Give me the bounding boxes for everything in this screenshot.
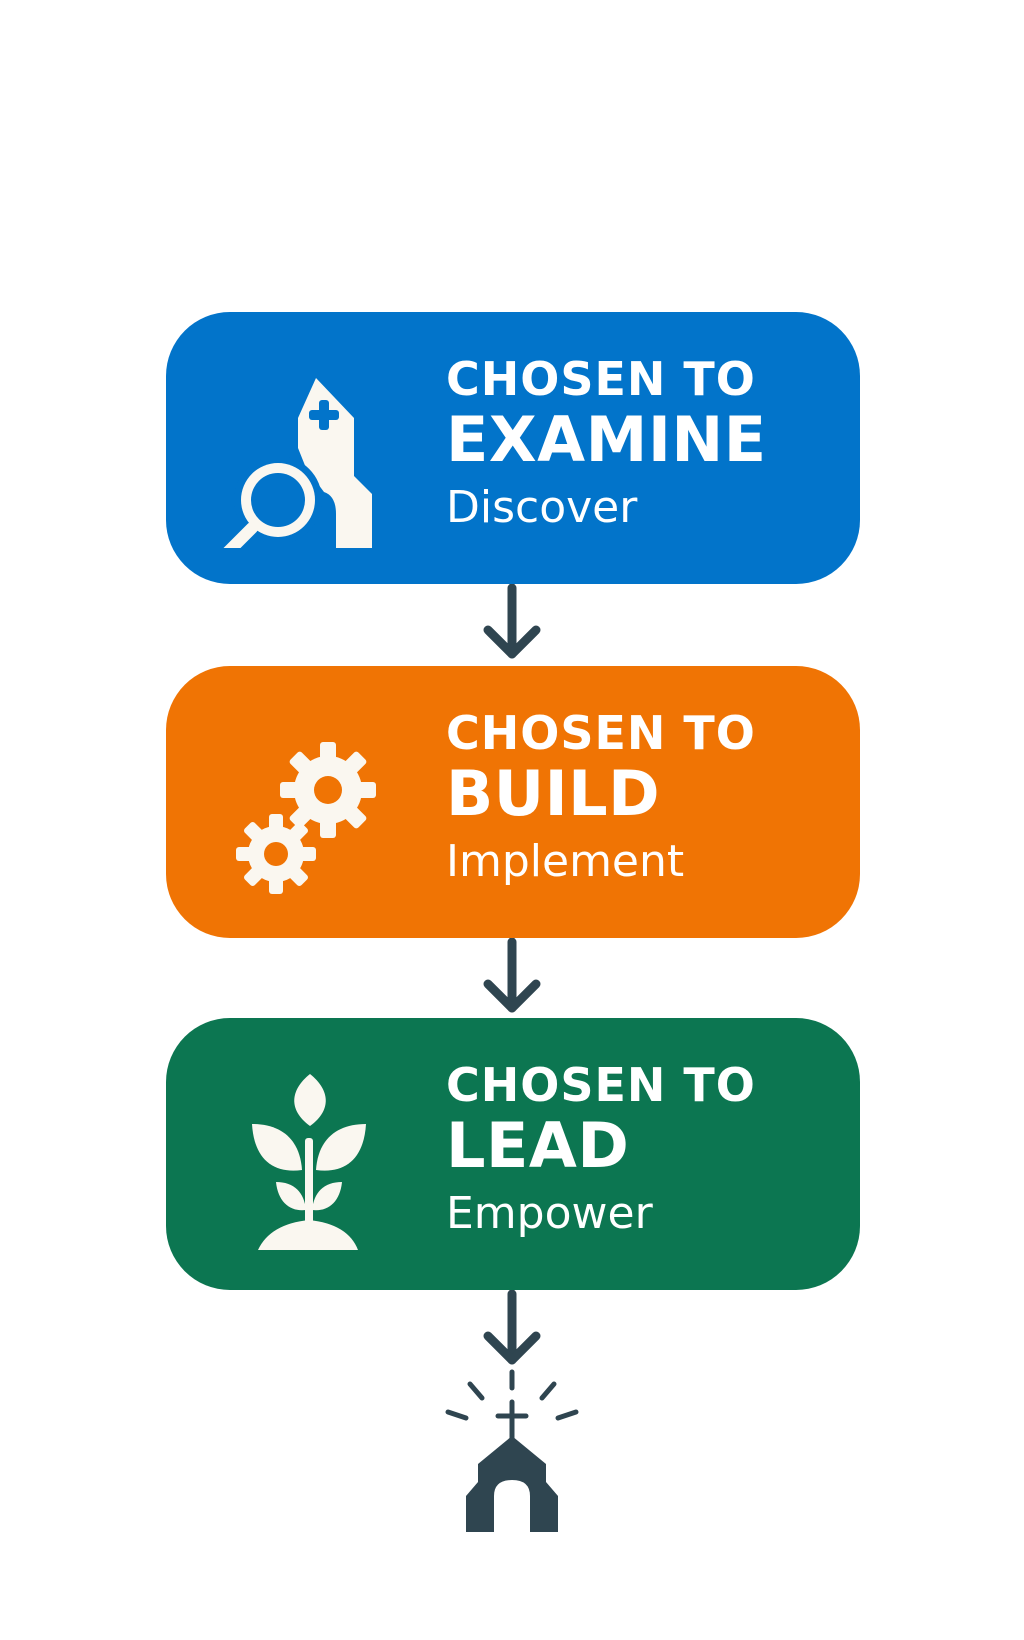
step-tagline: Implement (446, 836, 685, 887)
sprout-icon (216, 1074, 396, 1254)
step-text-build: CHOSEN TO BUILD Implement (446, 706, 756, 892)
magnifier-church-icon (216, 368, 396, 548)
step-headline: BUILD (446, 757, 661, 830)
step-eyebrow: CHOSEN TO (446, 706, 756, 760)
step-card-lead: CHOSEN TO LEAD Empower (166, 1018, 860, 1290)
step-text-lead: CHOSEN TO LEAD Empower (446, 1058, 756, 1244)
down-arrow-icon (482, 584, 542, 664)
step-card-examine: CHOSEN TO EXAMINE Discover (166, 312, 860, 584)
step-card-build: CHOSEN TO BUILD Implement (166, 666, 860, 938)
step-tagline: Discover (446, 482, 638, 533)
step-headline: EXAMINE (446, 403, 767, 476)
down-arrow-icon (482, 1290, 542, 1370)
gears-icon (216, 722, 396, 902)
radiant-church-icon (442, 1368, 582, 1538)
down-arrow-icon (482, 938, 542, 1018)
step-eyebrow: CHOSEN TO (446, 352, 756, 406)
step-tagline: Empower (446, 1188, 653, 1239)
step-headline: LEAD (446, 1109, 630, 1182)
step-eyebrow: CHOSEN TO (446, 1058, 756, 1112)
step-text-examine: CHOSEN TO EXAMINE Discover (446, 352, 767, 538)
